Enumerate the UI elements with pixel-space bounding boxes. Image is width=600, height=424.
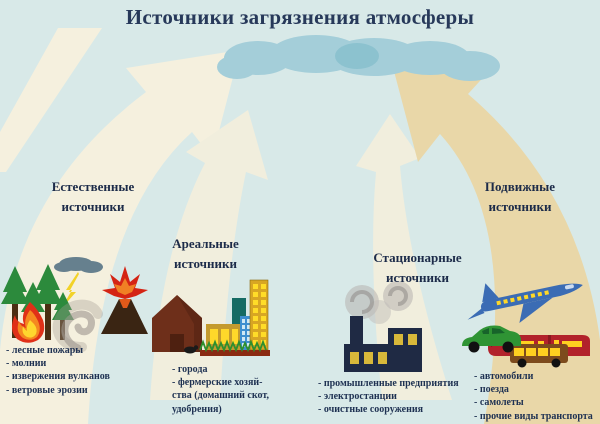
city-buildings-icon bbox=[206, 279, 269, 351]
list-natural-sources: - лесные пожары - молнии - извержения ву… bbox=[6, 344, 110, 397]
list-item: - ветровые эрозии bbox=[6, 384, 88, 396]
car-icon bbox=[462, 325, 521, 353]
mobile-sources-illustration bbox=[462, 283, 590, 368]
list-item: - промышленные предприятия bbox=[318, 378, 459, 389]
areal-sources-illustration bbox=[152, 279, 270, 356]
arrow-stationary-to-cloud bbox=[356, 114, 452, 400]
list-item: - самолеты bbox=[474, 397, 524, 409]
list-item: - молнии bbox=[6, 358, 47, 370]
arrow-mobile-to-cloud bbox=[390, 56, 600, 424]
heading-mobile-sources: Подвижные источники bbox=[484, 179, 556, 215]
lightning-icon bbox=[61, 272, 79, 309]
list-item: ства (домашний скот, bbox=[172, 390, 270, 402]
list-item: - фермерские хозяй- bbox=[172, 377, 263, 389]
list-areal-sources: - города - фермерские хозяй- ства (домаш… bbox=[172, 363, 269, 416]
livestock-icon bbox=[184, 345, 199, 354]
atmosphere-cloud-icon bbox=[217, 35, 500, 81]
heading-stationary-sources: Стационарные источники bbox=[373, 250, 462, 286]
barn-icon bbox=[152, 295, 202, 352]
stationary-sources-illustration bbox=[344, 281, 422, 372]
crops-icon bbox=[199, 339, 270, 356]
list-item: - поезда bbox=[474, 384, 509, 396]
fire-icon bbox=[11, 302, 45, 343]
factory-icon bbox=[344, 316, 422, 372]
volcano-icon bbox=[101, 266, 148, 334]
page-title: Источники загрязнения атмосферы bbox=[125, 5, 475, 29]
list-item: - лесные пожары bbox=[6, 345, 84, 356]
bus-icon bbox=[510, 344, 568, 368]
arrow-tail-top-left bbox=[0, 28, 102, 172]
storm-cloud-icon bbox=[54, 257, 103, 273]
list-item: - извержения вулканов bbox=[6, 371, 110, 383]
list-item: - очистные сооружения bbox=[318, 404, 424, 416]
heading-areal-sources: Ареальные источники bbox=[172, 236, 239, 272]
list-item: - города bbox=[172, 364, 208, 375]
natural-sources-illustration bbox=[1, 257, 148, 352]
heading-natural-sources: Естественные источники bbox=[51, 179, 135, 215]
smoke-icon bbox=[345, 281, 413, 324]
list-item: - электростанции bbox=[318, 391, 397, 403]
list-stationary-sources: - промышленные предприятия - электростан… bbox=[318, 377, 459, 417]
list-item: - автомобили bbox=[474, 371, 534, 382]
list-item: - прочие виды транспорта bbox=[474, 410, 593, 422]
smoke-tornado-icon bbox=[52, 299, 103, 352]
list-item: удобрения) bbox=[172, 403, 222, 415]
list-mobile-sources: - автомобили - поезда - самолеты - прочи… bbox=[474, 370, 593, 423]
